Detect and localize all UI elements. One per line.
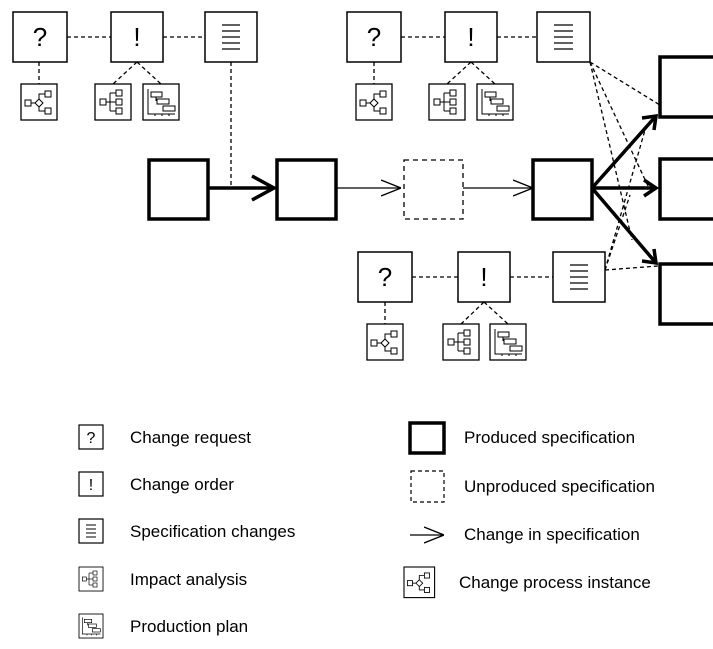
specification-chain xyxy=(147,55,713,326)
change-request-box xyxy=(12,11,68,63)
branching-tree-icon xyxy=(94,83,132,121)
change-process-top-right: ? ! xyxy=(346,11,669,241)
legend-unproduced-specification-box xyxy=(410,470,445,503)
gantt-chart-icon xyxy=(476,83,514,121)
change-order-box xyxy=(110,11,164,63)
legend-change-request-symbol: ? xyxy=(87,430,96,447)
legend-change-process-instance-label: Change process instance xyxy=(459,573,651,592)
dashed-connector xyxy=(470,61,496,85)
thick-arrowhead xyxy=(643,178,660,198)
dashed-connector xyxy=(112,61,138,85)
legend-specification-changes-label: Specification changes xyxy=(130,522,295,541)
legend-change-order-symbol-box xyxy=(78,471,104,497)
legend-change-order-label: Change order xyxy=(130,475,234,494)
gantt-chart-icon xyxy=(489,323,527,361)
dashed-connector xyxy=(604,194,631,271)
dashed-connector xyxy=(604,265,659,271)
dashed-connector xyxy=(460,301,485,325)
legend-change-request-label: Change request xyxy=(130,428,251,447)
thick-arrowhead xyxy=(641,248,659,266)
thick-arrowhead xyxy=(641,113,659,131)
change-order-box xyxy=(457,251,511,303)
change-request-box xyxy=(357,251,413,303)
specification-changes-icon xyxy=(222,24,240,50)
change-order-symbol: ! xyxy=(480,262,487,292)
change-request-box xyxy=(346,11,402,63)
specification-changes-icon xyxy=(86,524,96,538)
branching-tree-icon xyxy=(78,566,104,592)
legend-change-order-symbol: ! xyxy=(89,477,93,494)
change-order-symbol: ! xyxy=(133,22,140,52)
legend-change-request-symbol-box xyxy=(78,424,104,450)
unproduced-specification-box xyxy=(403,159,464,220)
change-process-bottom: ? ! xyxy=(357,129,659,361)
legend: ? Change request ! Change order Specific… xyxy=(78,421,655,639)
dashed-connector xyxy=(446,61,472,85)
change-process-top-left: ? ! xyxy=(12,11,258,185)
produced-specification-box xyxy=(658,262,713,326)
produced-specification-box xyxy=(275,158,338,221)
change-order-box xyxy=(444,11,498,63)
produced-specification-box xyxy=(658,55,713,119)
produced-specification-box xyxy=(531,158,594,221)
dashed-connector xyxy=(604,129,646,271)
legend-production-plan-label: Production plan xyxy=(130,617,248,636)
gantt-chart-icon xyxy=(78,613,104,639)
legend-produced-specification-label: Produced specification xyxy=(464,428,635,447)
process-flow-icon xyxy=(20,83,58,121)
change-request-symbol: ? xyxy=(378,262,392,292)
legend-produced-specification-box xyxy=(408,421,446,455)
dashed-connector xyxy=(483,301,509,325)
process-flow-icon xyxy=(366,323,404,361)
gantt-chart-icon xyxy=(142,83,180,121)
specification-changes-icon xyxy=(570,264,588,290)
dashed-connector xyxy=(589,61,633,241)
process-flow-icon xyxy=(403,566,436,599)
legend-impact-analysis-label: Impact analysis xyxy=(130,570,247,589)
legend-change-in-specification-label: Change in specification xyxy=(464,525,640,544)
dashed-connector xyxy=(589,61,649,187)
process-flow-icon xyxy=(355,83,393,121)
branching-tree-icon xyxy=(442,323,480,361)
change-request-symbol: ? xyxy=(367,22,381,52)
specification-changes-icon xyxy=(554,24,573,50)
dashed-connector xyxy=(136,61,162,85)
thick-arrow-line xyxy=(590,114,658,190)
produced-specification-box xyxy=(658,157,713,221)
dashed-connector xyxy=(589,61,669,111)
change-order-symbol: ! xyxy=(467,22,474,52)
thick-arrowhead xyxy=(251,174,278,202)
thick-arrow-line xyxy=(590,186,658,265)
produced-specification-box xyxy=(147,158,210,221)
legend-unproduced-specification-label: Unproduced specification xyxy=(464,477,655,496)
branching-tree-icon xyxy=(428,83,466,121)
change-request-symbol: ? xyxy=(33,22,47,52)
legend-specification-changes-symbol-box xyxy=(78,518,104,544)
